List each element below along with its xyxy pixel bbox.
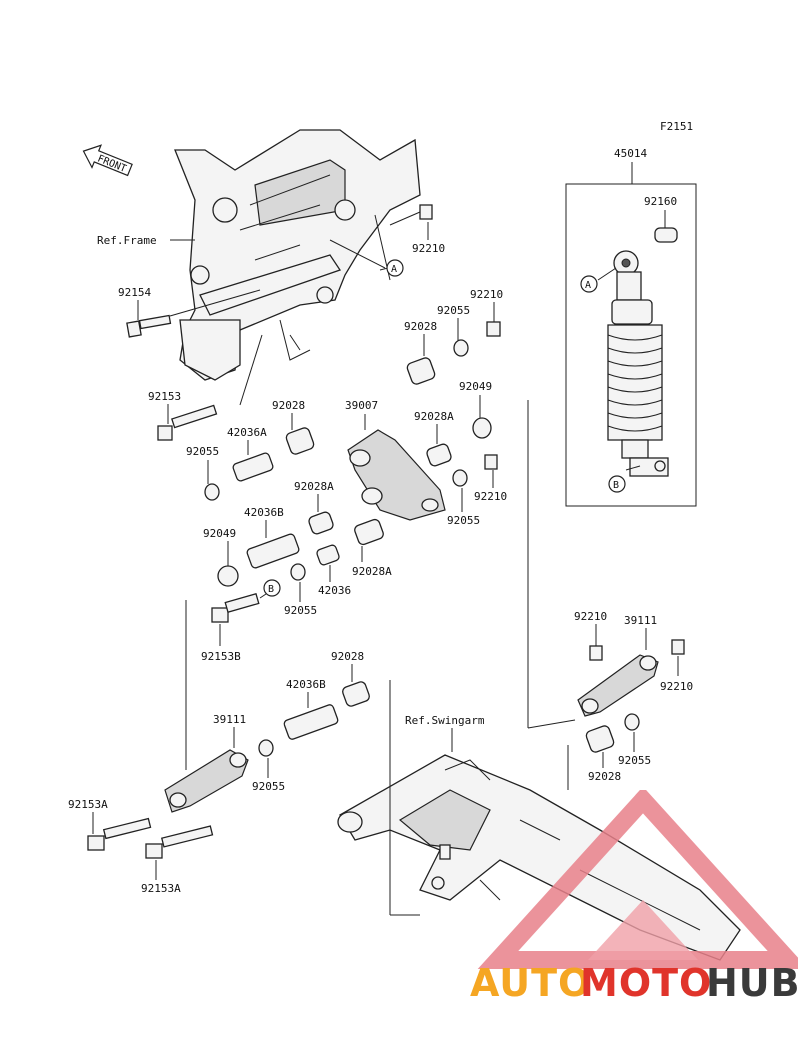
washer-92055-a (453, 339, 469, 357)
collar-92160 (654, 227, 678, 243)
label-92049-b: 92049 (203, 527, 236, 540)
label-92055-d: 92055 (284, 604, 317, 617)
nut-92210-b (486, 321, 501, 337)
bolt-92154 (126, 289, 261, 338)
label-92028-a: 92028 (404, 320, 437, 333)
label-92028A-b: 92028A (294, 480, 334, 493)
label-42036A: 42036A (227, 426, 267, 439)
washer-92055-d (290, 563, 306, 581)
sleeve-42036 (316, 544, 340, 566)
bolt-92153 (157, 404, 218, 441)
label-92049-a: 92049 (459, 380, 492, 393)
sleeve-42036B-a (246, 533, 300, 569)
callout-a-shock (580, 275, 598, 293)
label-39111-a: 39111 (213, 713, 246, 726)
callout-a-frame-text: A (391, 264, 397, 275)
shock-box (565, 183, 697, 507)
seal-92049-b (217, 565, 239, 587)
label-92028A-c: 92028A (352, 565, 392, 578)
front-arrow-icon: FRONT (82, 144, 133, 177)
label-92153B: 92153B (201, 650, 241, 663)
nut-92210-d (589, 645, 603, 661)
logo-text-hub: HUB (706, 961, 798, 1005)
callout-b-shock-text: B (613, 480, 619, 491)
bushing-92028A-b (308, 511, 334, 535)
label-92028-c: 92028 (331, 650, 364, 663)
nut-92210-c (484, 454, 498, 470)
callout-b-rocker (263, 579, 281, 597)
label-42036B-a: 42036B (244, 506, 284, 519)
logo-text-auto: AUTO (470, 961, 591, 1005)
label-92055-c: 92055 (447, 514, 480, 527)
label-45014: 45014 (614, 147, 647, 160)
bushing-92028-d (585, 725, 615, 753)
label-92055-b: 92055 (186, 445, 219, 458)
label-92210-c: 92210 (474, 490, 507, 503)
callout-b-rocker-text: B (268, 584, 274, 595)
figure-code: F2151 (660, 120, 693, 133)
label-92210-d: 92210 (574, 610, 607, 623)
rear-shock-absorber (607, 250, 669, 477)
callout-a-frame (386, 259, 404, 277)
label-92055-f: 92055 (618, 754, 651, 767)
bushing-92028-a (406, 357, 436, 385)
frame-illustration (174, 129, 421, 381)
bolt-92153A-a (87, 817, 152, 851)
label-42036: 42036 (318, 584, 351, 597)
label-92028-b: 92028 (272, 399, 305, 412)
label-92154: 92154 (118, 286, 151, 299)
washer-92055-e (258, 739, 274, 757)
ref-frame-label: Ref.Frame (97, 234, 157, 247)
label-92055-e: 92055 (252, 780, 285, 793)
bolt-92153B (211, 592, 260, 623)
label-92028-d: 92028 (588, 770, 621, 783)
tie-rod-39111-a (164, 749, 249, 813)
label-92160: 92160 (644, 195, 677, 208)
label-92210-e: 92210 (660, 680, 693, 693)
label-42036B-b: 42036B (286, 678, 326, 691)
label-92028A-a: 92028A (414, 410, 454, 423)
label-39111-b: 39111 (624, 614, 657, 627)
label-92153: 92153 (148, 390, 181, 403)
sleeve-42036B-b (283, 704, 339, 740)
label-92153A-b: 92153A (141, 882, 181, 895)
callout-a-shock-text: A (585, 280, 591, 291)
bushing-92028-b (285, 427, 315, 455)
label-92153A-a: 92153A (68, 798, 108, 811)
bolt-92153A-b (145, 825, 214, 859)
tie-rod-39111-b (577, 654, 659, 717)
bushing-92028A-a (426, 443, 452, 467)
automotohub-logo: AUTO MOTO HUB (470, 790, 798, 1005)
label-39007: 39007 (345, 399, 378, 412)
callout-b-shock (608, 475, 626, 493)
nut-92210-top (419, 204, 433, 220)
label-92210-b: 92210 (470, 288, 503, 301)
nut-92210-e (671, 639, 685, 655)
sleeve-42036A (232, 452, 274, 482)
logo-text-moto: MOTO (580, 961, 712, 1005)
rocker-arm-39007 (347, 429, 446, 521)
washer-92055-f (624, 713, 640, 731)
washer-92055-b (204, 483, 220, 501)
washer-92055-c (452, 469, 468, 487)
ref-swingarm-label: Ref.Swingarm (405, 714, 485, 727)
label-92210-top: 92210 (412, 242, 445, 255)
bushing-rocker (354, 518, 384, 546)
seal-92049-a (472, 417, 492, 439)
bushing-92028-c (342, 681, 370, 707)
label-92055-a: 92055 (437, 304, 470, 317)
